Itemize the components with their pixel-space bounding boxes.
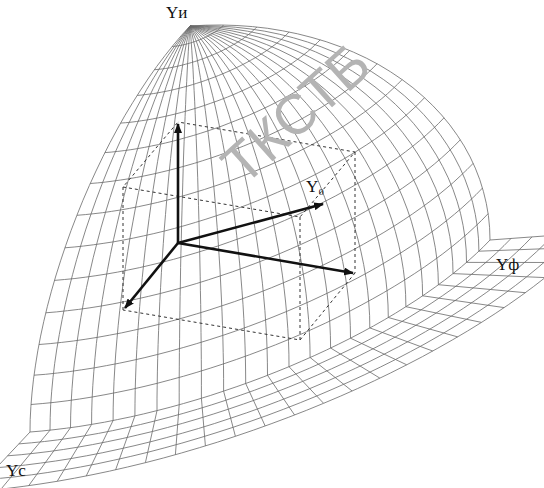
mesh-line xyxy=(190,26,479,251)
mesh-line xyxy=(406,307,482,323)
mesh-line xyxy=(0,234,544,480)
mesh-line xyxy=(113,26,190,421)
axis-label: Yф xyxy=(496,256,519,275)
mesh-line xyxy=(1,430,50,488)
mesh-line xyxy=(190,25,490,240)
mesh-line xyxy=(92,26,190,424)
mesh-line xyxy=(190,26,224,391)
mesh-line xyxy=(31,214,488,405)
mesh-line xyxy=(116,416,135,470)
mesh-line xyxy=(29,428,71,486)
mesh-line xyxy=(331,348,380,378)
mesh-line xyxy=(19,239,511,444)
mesh-line xyxy=(438,285,525,293)
mesh-line xyxy=(172,25,224,47)
mesh-line xyxy=(50,26,190,430)
mesh-line xyxy=(268,375,295,415)
mesh-line xyxy=(190,26,467,262)
axis-label: Yи xyxy=(166,4,187,23)
mesh-line xyxy=(30,26,190,432)
mesh-line xyxy=(490,232,544,240)
mesh-line xyxy=(137,32,289,95)
mesh-line xyxy=(30,240,490,432)
axis-label: Yс xyxy=(6,462,26,481)
mesh-line xyxy=(154,27,256,70)
mesh-line xyxy=(175,405,179,455)
mesh-line xyxy=(479,247,544,251)
mesh-line xyxy=(370,328,433,351)
mesh-line xyxy=(34,188,483,375)
mesh-line xyxy=(190,26,423,296)
mesh-line xyxy=(351,338,407,365)
mesh-line xyxy=(71,26,191,428)
mesh-line xyxy=(8,237,532,456)
mesh-line xyxy=(201,398,205,446)
mesh-line xyxy=(145,411,157,463)
mesh-line xyxy=(0,232,544,488)
surface-mesh xyxy=(0,25,544,488)
mesh-line xyxy=(190,26,289,367)
mesh-line xyxy=(190,26,388,318)
mesh-line xyxy=(86,421,113,477)
mesh-line xyxy=(135,26,190,416)
mesh-line xyxy=(423,296,505,308)
mesh-line xyxy=(190,26,453,274)
vector-label: Y₀ xyxy=(306,178,324,197)
mesh-line xyxy=(57,424,91,481)
mesh-line xyxy=(388,318,457,337)
mesh-line xyxy=(0,235,544,467)
